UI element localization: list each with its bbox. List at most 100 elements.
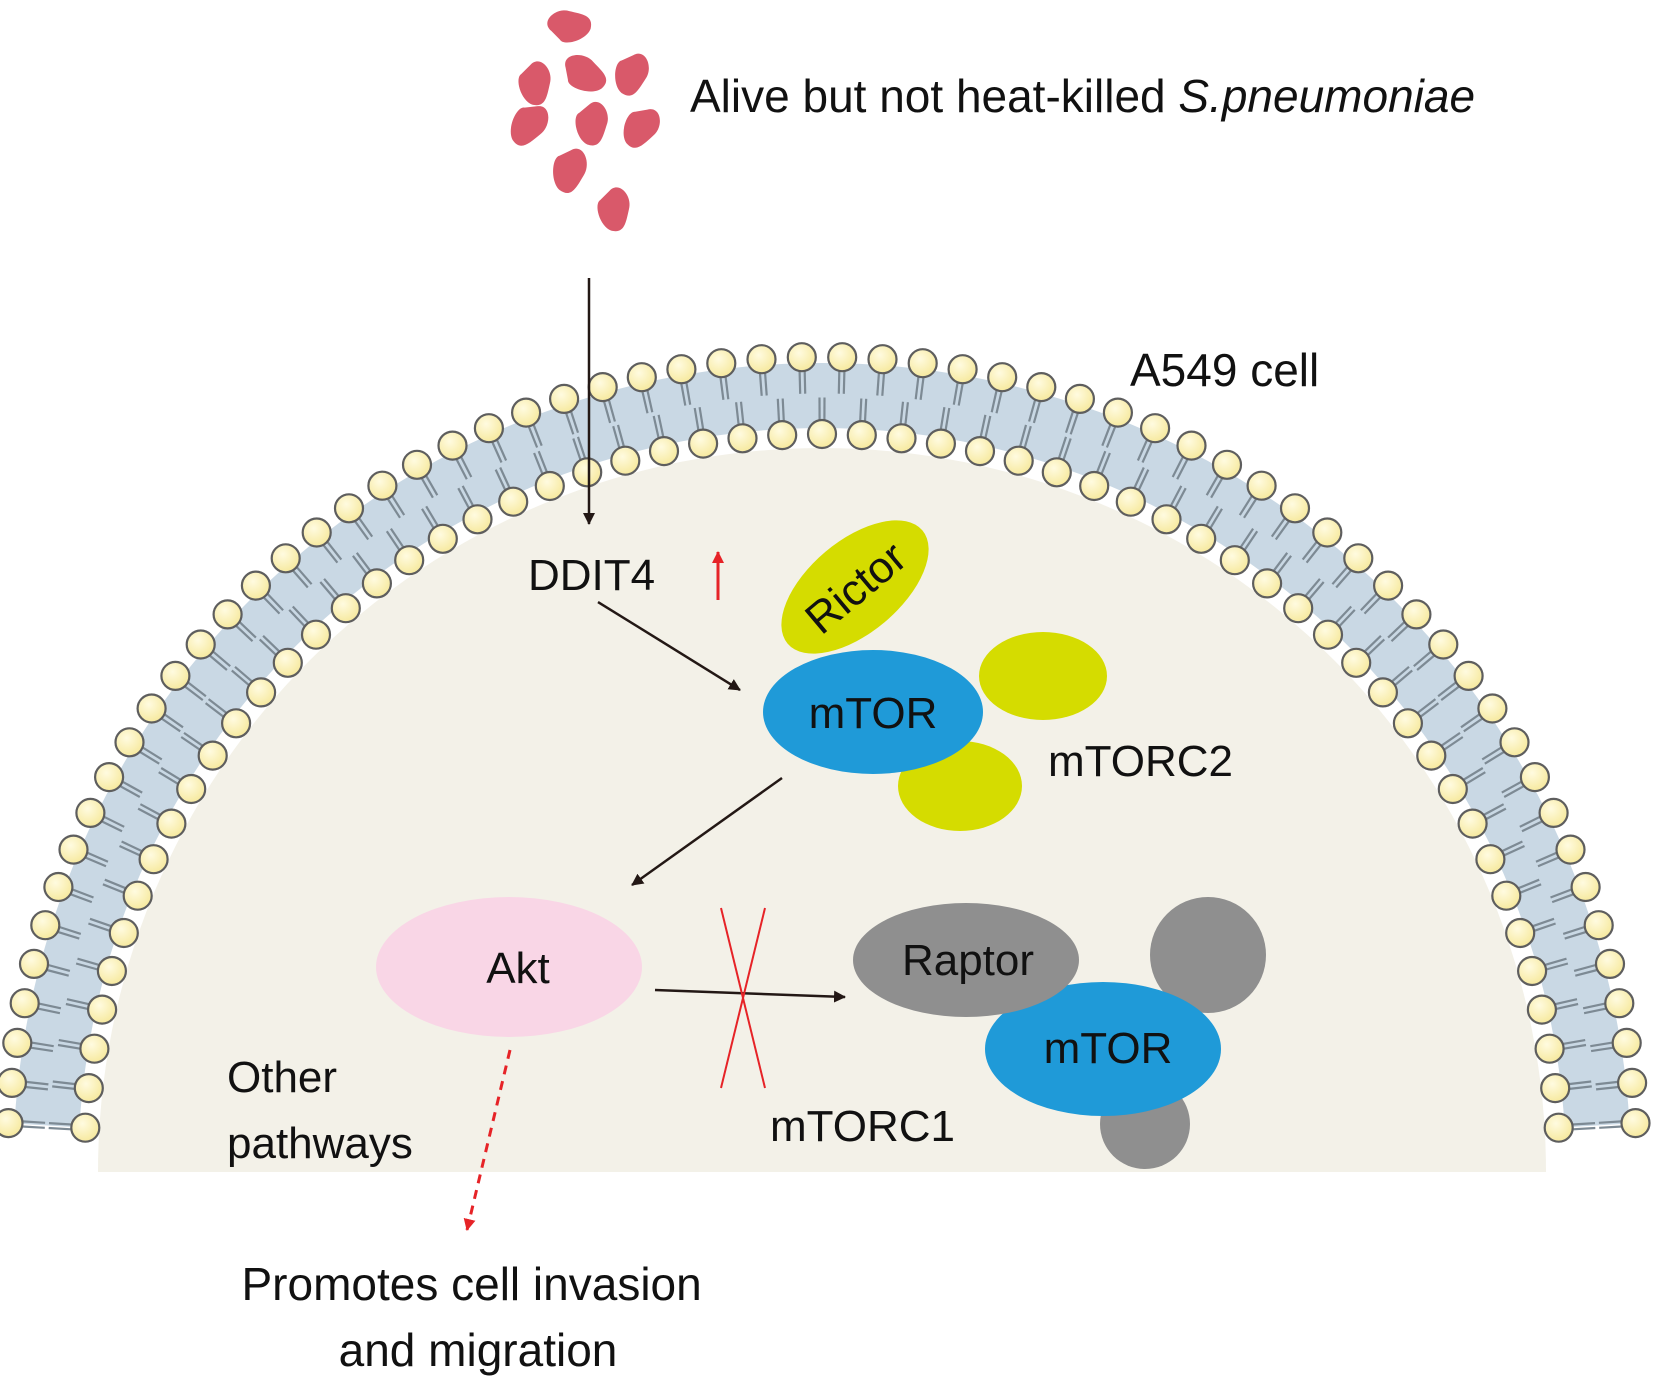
lipid-head-icon: [185, 629, 216, 660]
lipid-tail: [326, 541, 343, 561]
lipid-tail: [1575, 968, 1598, 977]
lipid-tail: [1032, 400, 1042, 424]
lipid-head-icon: [687, 428, 719, 459]
lipid-tail: [1460, 713, 1481, 729]
lipid-tail: [457, 487, 470, 509]
lipid-tail: [22, 1125, 45, 1129]
lipid-tail: [1443, 736, 1464, 751]
lipid-tail: [25, 1085, 49, 1091]
lipid-tail: [161, 717, 181, 733]
lipid-tail: [352, 555, 368, 575]
lipid-head-icon: [846, 420, 877, 451]
lipid-head-icon: [93, 761, 125, 793]
lipid-tail: [1562, 1039, 1586, 1045]
lipid-head-icon: [197, 740, 228, 771]
lipid-tail: [1519, 815, 1541, 828]
lipid-tail: [1419, 702, 1440, 718]
cell-label: A549 cell: [1130, 344, 1319, 396]
lipid-tail: [103, 815, 125, 828]
lipid-tail: [1136, 439, 1149, 461]
lipid-head-icon: [925, 428, 957, 459]
lipid-head-icon: [427, 523, 458, 554]
lipid-head-icon: [1003, 445, 1034, 476]
lipid-head-icon: [1457, 808, 1488, 839]
lipid-head-icon: [806, 418, 838, 450]
lipid-tail: [984, 415, 992, 439]
lipid-head-icon: [1392, 708, 1424, 739]
lipid-tail: [1545, 962, 1569, 971]
lipid-tail: [160, 767, 181, 781]
mtor-subunit-mtorc1: [985, 982, 1221, 1116]
lipid-tail: [1463, 767, 1484, 781]
lipid-tail: [1171, 456, 1184, 478]
lipid-head-icon: [114, 727, 145, 758]
lipid-tail: [1554, 998, 1578, 1006]
lipid-tail: [616, 424, 625, 447]
lipid-head-icon: [610, 445, 641, 476]
lipid-head-icon: [136, 693, 167, 724]
lipid-tail: [919, 377, 925, 400]
lipid-tail: [680, 383, 687, 406]
lipid-tail: [1308, 581, 1325, 600]
lipid-head-icon: [886, 423, 917, 454]
lipid-head-icon: [300, 619, 332, 650]
lipid-head-icon: [160, 660, 191, 692]
lipid-head-icon: [1401, 599, 1432, 630]
lipid-tail: [354, 520, 370, 541]
lipid-tail: [1573, 963, 1597, 972]
mtorc2-to-akt-arrow: [631, 776, 783, 887]
lipid-tail: [1535, 851, 1558, 863]
lipid-tail: [37, 1007, 61, 1015]
lipid-tail: [1416, 698, 1437, 714]
lipid-tail: [1569, 1085, 1592, 1090]
lipid-tail: [47, 963, 71, 972]
lipid-head-icon: [270, 543, 301, 574]
lipid-head-icon: [176, 773, 207, 805]
lipid-tail: [939, 407, 946, 430]
lipid-tail: [323, 578, 340, 597]
lipid-tail: [180, 736, 201, 751]
lipid-tail: [657, 414, 665, 438]
lipid-tail: [1582, 1002, 1606, 1010]
lipid-head-icon: [1543, 1112, 1574, 1143]
lipid-tail: [719, 377, 725, 400]
lipid-head-icon: [1526, 994, 1558, 1025]
other-pathways-line1: Other: [227, 1053, 337, 1102]
lipid-tail: [386, 498, 401, 519]
lipid-head-icon: [0, 1108, 24, 1139]
lipid-head-icon: [1372, 570, 1404, 601]
lipid-tail: [979, 414, 987, 438]
lipid-head-icon: [108, 917, 139, 949]
other-pathways-line2: pathways: [227, 1119, 413, 1168]
lipid-head-icon: [212, 599, 243, 630]
lipid-tail: [421, 508, 435, 529]
lipid-tail: [1533, 922, 1556, 932]
lipid-tail: [646, 390, 654, 413]
lipid-tail: [262, 635, 281, 653]
mtor-label-mtorc2: mTOR: [809, 689, 938, 738]
lipid-head-icon: [548, 383, 580, 414]
mtorc1-complex: Raptor mTOR: [853, 897, 1266, 1169]
lipid-tail: [1501, 840, 1523, 853]
lipid-tail: [1334, 605, 1353, 624]
lipid-tail: [65, 1002, 89, 1010]
lipid-tail: [1483, 803, 1505, 816]
lipid-head-icon: [1416, 740, 1447, 771]
lipid-tail: [212, 650, 231, 668]
lipid-head-icon: [240, 570, 271, 601]
lipid-head-icon: [0, 1067, 27, 1098]
lipid-tail: [52, 1085, 75, 1090]
lipid-head-icon: [1251, 568, 1283, 599]
lipid-tail: [944, 407, 951, 431]
lipid-tail: [1465, 771, 1486, 785]
lipid-head-icon: [587, 372, 618, 403]
lipid-tail: [1413, 650, 1432, 668]
lipid-head-icon: [786, 342, 817, 373]
lipid-tail: [1062, 438, 1072, 461]
other-pathways-label: Other pathways: [227, 1053, 413, 1168]
lipid-tail: [1239, 527, 1255, 548]
lipid-tail: [1550, 888, 1572, 899]
lipid-tail: [1305, 544, 1322, 564]
lipid-head-icon: [1475, 844, 1506, 875]
